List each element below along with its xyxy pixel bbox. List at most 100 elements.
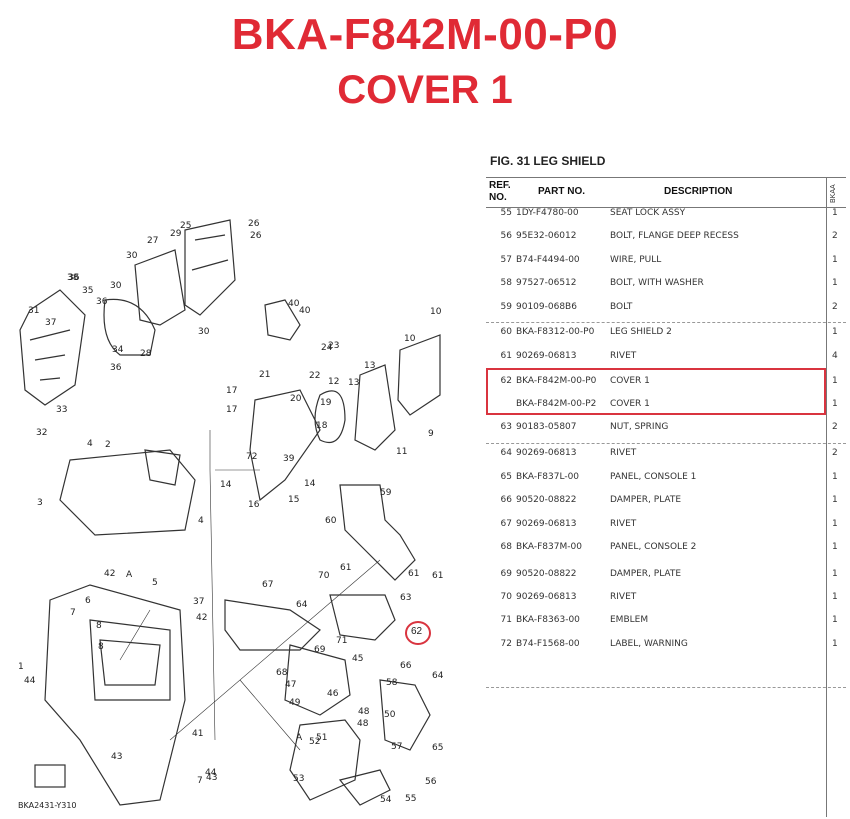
callout-label: 42 [196, 613, 207, 623]
highlighted-callout-circle: 62 [405, 621, 431, 645]
cell-desc: PANEL, CONSOLE 2 [610, 542, 697, 552]
callout-label: 32 [36, 428, 47, 438]
header-qty: BKAA [830, 184, 837, 203]
cell-qty: 1 [832, 542, 838, 552]
callout-label: 37 [193, 597, 204, 607]
callout-label: 41 [192, 729, 203, 739]
callout-label: 8 [96, 621, 102, 631]
cell-ref: 72 [500, 639, 512, 649]
cell-qty: 4 [832, 351, 838, 361]
cell-qty: 2 [832, 448, 838, 458]
part-shape [314, 390, 346, 444]
cell-desc: COVER 1 [610, 376, 650, 386]
cell-qty: 1 [832, 327, 838, 337]
cell-ref: 63 [500, 422, 512, 432]
callout-label: 56 [425, 777, 437, 787]
cell-desc: DAMPER, PLATE [610, 495, 682, 505]
callout-label: 10 [404, 334, 416, 344]
catalog-code: BKA2431-Y310 [18, 801, 77, 810]
callout-label: 70 [318, 571, 330, 581]
callout-label: 69 [314, 645, 326, 655]
highlighted-callout-label: 62 [411, 626, 423, 637]
cell-part: 90269-06813 [516, 519, 577, 529]
cell-ref: 60 [500, 327, 512, 337]
callout-label: 54 [380, 795, 392, 805]
callout-label: 37 [45, 318, 56, 328]
part-shape [224, 599, 321, 651]
part-shape [44, 584, 186, 806]
callout-label: 17 [226, 405, 237, 415]
cell-ref: 56 [500, 231, 512, 241]
cell-qty: 1 [832, 399, 838, 409]
part-shape [289, 719, 361, 801]
callout-label: 61 [408, 569, 419, 579]
callout-label: 1 [18, 662, 24, 672]
cell-ref: 65 [500, 472, 512, 482]
cell-ref: 66 [500, 495, 512, 505]
cell-part: BKA-F842M-00-P0 [516, 376, 597, 386]
callout-label: 7 [70, 608, 76, 618]
callout-label: 60 [325, 516, 337, 526]
callout-label: 28 [140, 349, 152, 359]
callout-label: 40 [299, 306, 311, 316]
callout-label: 17 [226, 386, 237, 396]
part-shape [191, 234, 229, 271]
callout-label: 47 [285, 680, 296, 690]
callout-label: 64 [432, 671, 444, 681]
reference-marker: A [126, 570, 133, 580]
callout-label: 6 [85, 596, 91, 606]
cell-desc: RIVET [610, 351, 637, 361]
cell-qty: 1 [832, 278, 838, 288]
callout-label: 29 [170, 229, 182, 239]
cell-qty: 2 [832, 231, 838, 241]
callout-label: 53 [293, 774, 304, 784]
group-divider [486, 687, 846, 688]
callout-label: 44 [205, 768, 217, 778]
part-shape [379, 679, 431, 751]
cell-desc: EMBLEM [610, 615, 649, 625]
callout-label: 2 [105, 440, 111, 450]
cell-desc: NUT, SPRING [610, 422, 669, 432]
callout-label: 36 [110, 363, 122, 373]
cell-desc: DAMPER, PLATE [610, 569, 682, 579]
callout-label: 15 [288, 495, 299, 505]
cell-part: 90183-05807 [516, 422, 577, 432]
cell-part: 97527-06512 [516, 278, 577, 288]
cell-qty: 2 [832, 422, 838, 432]
cell-ref: 70 [500, 592, 512, 602]
callout-label: 48 [358, 707, 370, 717]
leader-lines [119, 430, 381, 751]
callout-label: 40 [288, 299, 300, 309]
callout-label: 10 [430, 307, 442, 317]
part-shape [34, 764, 66, 788]
callout-label: 21 [259, 370, 270, 380]
callout-label: 20 [290, 394, 302, 404]
cell-part: BKA-F8363-00 [516, 615, 580, 625]
callout-label: 22 [309, 371, 320, 381]
callout-label: 45 [352, 654, 363, 664]
part-shape [59, 449, 196, 536]
part-shape [397, 334, 441, 416]
group-divider [486, 443, 846, 444]
callout-label: 14 [220, 480, 232, 490]
callout-label: 30 [198, 327, 210, 337]
callout-label: 11 [396, 447, 407, 457]
cell-part: 1DY-F4780-00 [516, 208, 579, 218]
callout-label: 7 [197, 776, 203, 786]
cell-part: 90520-08822 [516, 495, 577, 505]
cell-qty: 1 [832, 519, 838, 529]
part-shape [103, 298, 156, 356]
cell-desc: RIVET [610, 592, 637, 602]
callout-label: 30 [126, 251, 138, 261]
callout-label: 18 [316, 421, 328, 431]
cell-part: 95E32-06012 [516, 231, 577, 241]
